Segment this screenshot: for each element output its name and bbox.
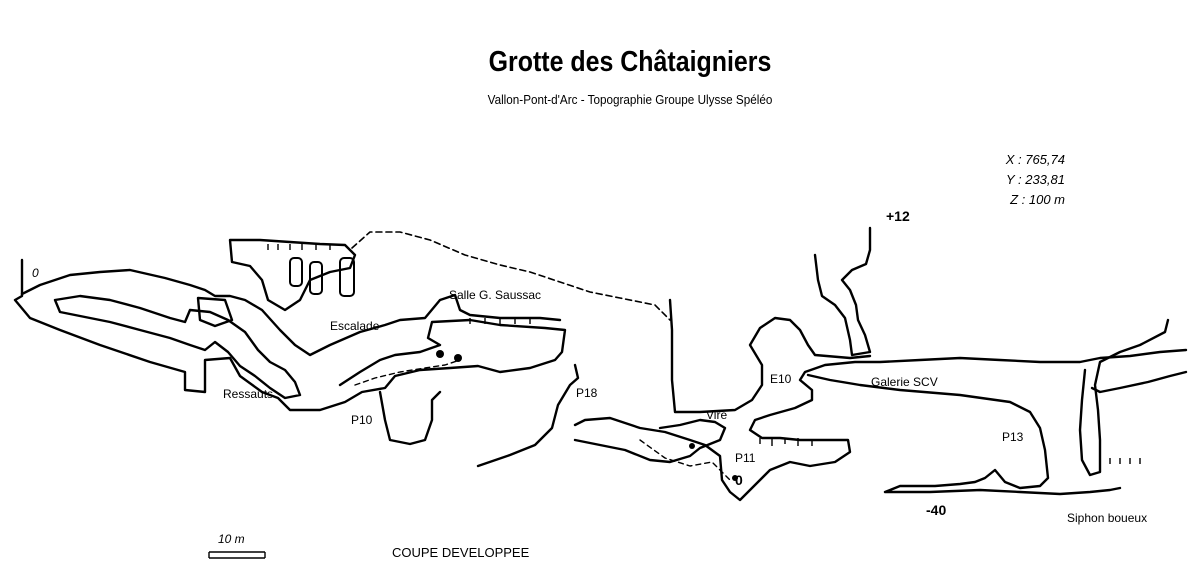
coordinate-x: X : 765,74	[1005, 152, 1065, 167]
survey-line	[351, 231, 671, 321]
label-p11: P11	[735, 451, 756, 465]
vire-gallery	[573, 418, 727, 464]
column-3	[339, 257, 355, 297]
ceiling-hatch-salle	[469, 318, 531, 326]
hatch-lower-right	[1099, 456, 1141, 464]
p13-right-wall	[1078, 318, 1170, 477]
label-galerie-scv: Galerie SCV	[871, 375, 938, 389]
scale-label: 10 m	[218, 532, 245, 546]
coordinate-z: Z : 100 m	[1010, 192, 1065, 207]
scale-bar: 10 m	[208, 532, 268, 566]
reseaux-inner-wall	[53, 294, 302, 400]
shaft-p10	[378, 390, 442, 446]
pool-mark-2	[454, 354, 462, 362]
e10-shaft	[668, 298, 872, 414]
label-escalade: Escalade	[330, 319, 380, 333]
pool-mark-4	[689, 443, 695, 449]
upper-right-shaft	[813, 226, 872, 357]
label-vire: Vire	[706, 408, 728, 422]
pool-mark-1	[436, 350, 444, 358]
label-p13: P13	[1002, 430, 1024, 444]
label-ressauts: Ressauts	[223, 387, 274, 401]
p13-inner-wall	[1090, 370, 1188, 394]
gallery-upper-wall	[228, 238, 357, 312]
entrance-coordinates: X : 765,74 Y : 233,81 Z : 100 m	[965, 150, 1065, 210]
label-plus-12: +12	[886, 208, 910, 224]
label-minus-40: -40	[926, 502, 947, 518]
label-salle-saussac: Salle G. Saussac	[449, 288, 542, 302]
upper-survey-line	[354, 359, 461, 386]
map-title: Grotte des Châtaigniers	[488, 46, 772, 78]
middle-survey-line	[639, 439, 731, 481]
upper-chamber-wall	[20, 268, 562, 357]
label-siphon-boueux: Siphon boueux	[1067, 511, 1148, 525]
label-e10: E10	[770, 372, 792, 386]
middle-gallery	[573, 348, 1188, 502]
inner-pillar	[196, 296, 234, 328]
column-2	[309, 261, 323, 295]
hatch-middle	[759, 438, 813, 446]
coordinate-y: Y : 233,81	[1005, 172, 1065, 187]
gallery-p18	[476, 363, 580, 468]
entrance-passage-wall	[13, 258, 567, 412]
ceiling-hatch-upper	[267, 244, 331, 250]
label-zero-entrance: 0	[32, 266, 39, 280]
galerie-scv-lower	[806, 373, 1122, 496]
pool-mark-3	[732, 475, 738, 481]
section-type-label: COUPE DEVELOPPEE	[392, 545, 530, 560]
label-zero-bottom: 0	[735, 472, 743, 488]
map-subtitle: Vallon-Pont-d'Arc - Topographie Groupe U…	[487, 92, 773, 107]
label-p10: P10	[351, 413, 373, 427]
label-p18: P18	[576, 386, 598, 400]
scale-bar-graphic	[208, 551, 266, 559]
column-1	[289, 257, 303, 287]
